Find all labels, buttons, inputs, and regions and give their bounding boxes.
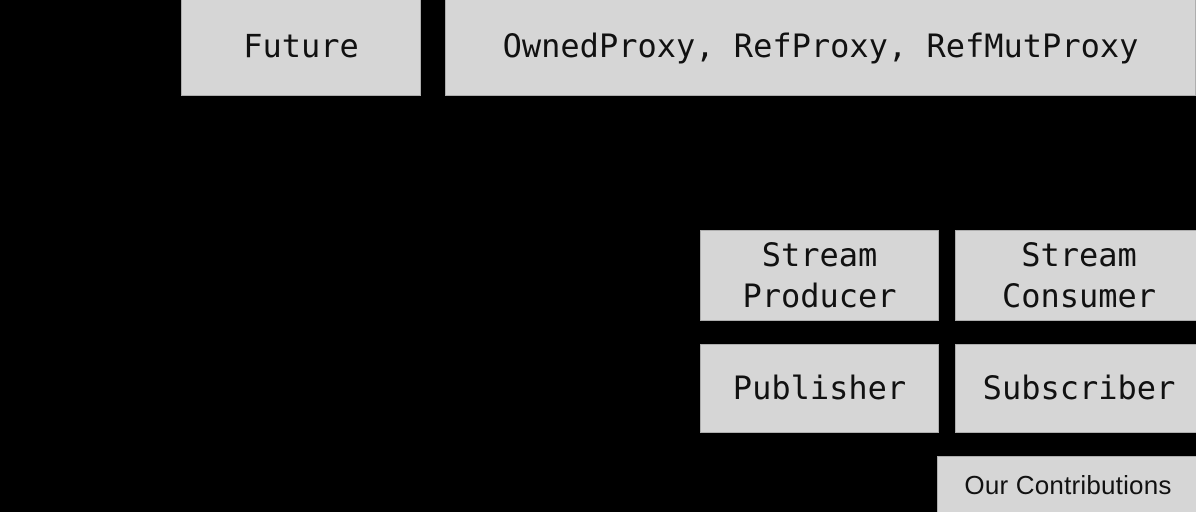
node-proxies[interactable]: OwnedProxy, RefProxy, RefMutProxy (445, 0, 1196, 96)
node-stream-producer[interactable]: Stream Producer (700, 230, 939, 321)
legend-our-contributions: Our Contributions (937, 456, 1196, 512)
node-subscriber[interactable]: Subscriber (955, 344, 1196, 433)
node-future[interactable]: Future (181, 0, 421, 96)
node-publisher[interactable]: Publisher (700, 344, 939, 433)
node-stream-consumer[interactable]: Stream Consumer (955, 230, 1196, 321)
